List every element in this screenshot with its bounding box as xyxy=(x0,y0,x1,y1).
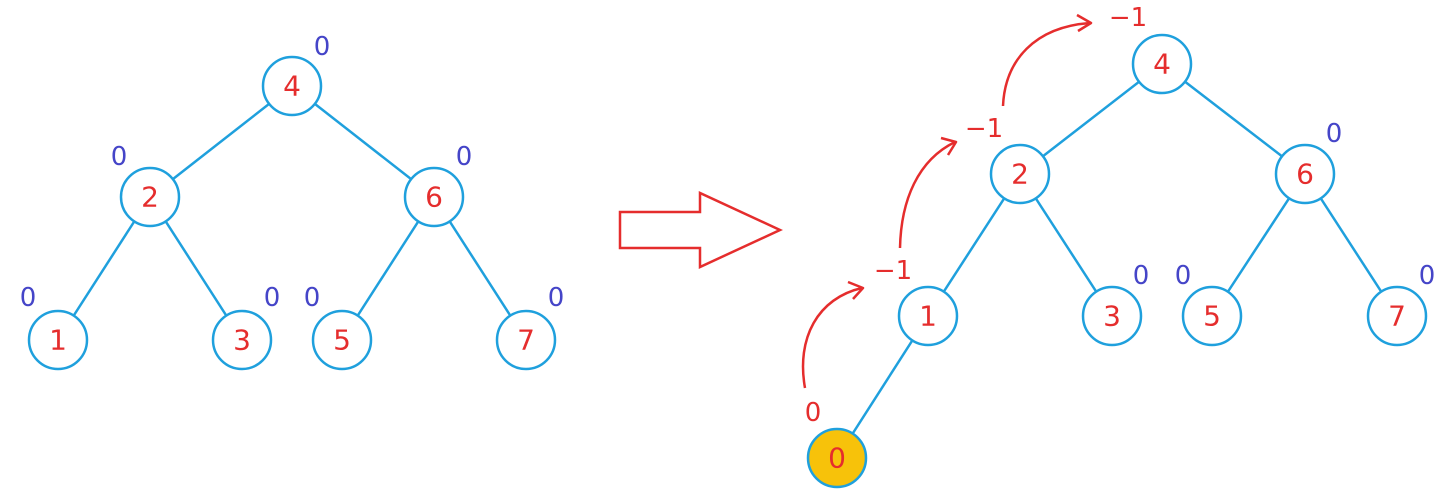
node-key: 5 xyxy=(1203,300,1221,333)
node-key: 7 xyxy=(1388,300,1406,333)
balance-factor: 0 xyxy=(1175,261,1192,291)
balance-factor: 0 xyxy=(548,283,565,313)
arrowhead-icon xyxy=(1076,13,1093,33)
balance-factor: 0 xyxy=(1133,261,1150,291)
node-key: 6 xyxy=(1296,158,1314,191)
balance-factor: 0 xyxy=(111,142,128,172)
arrowhead-icon xyxy=(940,136,958,156)
balance-factor: 0 xyxy=(456,142,473,172)
node-key: 1 xyxy=(919,300,937,333)
node-key: 3 xyxy=(1103,300,1121,333)
node-4: 4 0 xyxy=(261,32,331,117)
tree-after: 4 −1 2 −1 6 0 1 −1 3 0 5 0 xyxy=(801,3,1436,489)
balance-factor: 0 xyxy=(1326,119,1343,149)
node-2: 2 −1 xyxy=(965,114,1051,205)
node-1: 1 −1 xyxy=(874,256,959,347)
balance-factor: 0 xyxy=(304,283,321,313)
propagation-arrow-2-to-4 xyxy=(1001,21,1091,107)
node-7: 7 0 xyxy=(1366,261,1436,347)
balance-factor: 0 xyxy=(805,398,822,428)
node-0-inserted: 0 0 xyxy=(805,398,868,489)
node-key: 6 xyxy=(425,181,443,214)
propagation-arrows xyxy=(801,13,1093,389)
node-7: 7 0 xyxy=(495,283,565,371)
node-6: 6 0 xyxy=(403,142,473,228)
node-key: 4 xyxy=(283,70,301,103)
node-key: 0 xyxy=(828,442,846,475)
node-key: 4 xyxy=(1153,48,1171,81)
node-5: 5 0 xyxy=(1175,261,1243,347)
node-key: 1 xyxy=(49,324,67,357)
node-6: 6 0 xyxy=(1274,119,1343,205)
balance-factor: −1 xyxy=(874,256,912,286)
node-key: 3 xyxy=(233,324,251,357)
balance-factor: 0 xyxy=(20,283,37,313)
node-1: 1 0 xyxy=(20,283,89,371)
balance-factor: 0 xyxy=(314,32,331,62)
balance-factor: 0 xyxy=(1419,261,1436,291)
node-3: 3 0 xyxy=(1081,261,1150,347)
node-key: 5 xyxy=(333,324,351,357)
arrowhead-icon xyxy=(847,280,865,300)
balance-factor: −1 xyxy=(965,114,1003,144)
node-5: 5 0 xyxy=(304,283,373,371)
tree-before: 4 0 2 0 6 0 1 0 3 0 5 0 7 xyxy=(20,32,565,371)
balance-factor: −1 xyxy=(1109,3,1147,33)
node-key: 2 xyxy=(1011,158,1029,191)
node-key: 2 xyxy=(141,181,159,214)
propagation-arrow-1-to-2 xyxy=(898,140,956,249)
transition-arrow xyxy=(618,191,783,269)
balance-factor: 0 xyxy=(264,283,281,313)
node-2: 2 0 xyxy=(111,142,181,228)
propagation-arrow-0-to-1 xyxy=(801,286,863,389)
node-3: 3 0 xyxy=(211,283,281,371)
node-4: 4 −1 xyxy=(1109,3,1193,95)
node-key: 7 xyxy=(517,324,535,357)
